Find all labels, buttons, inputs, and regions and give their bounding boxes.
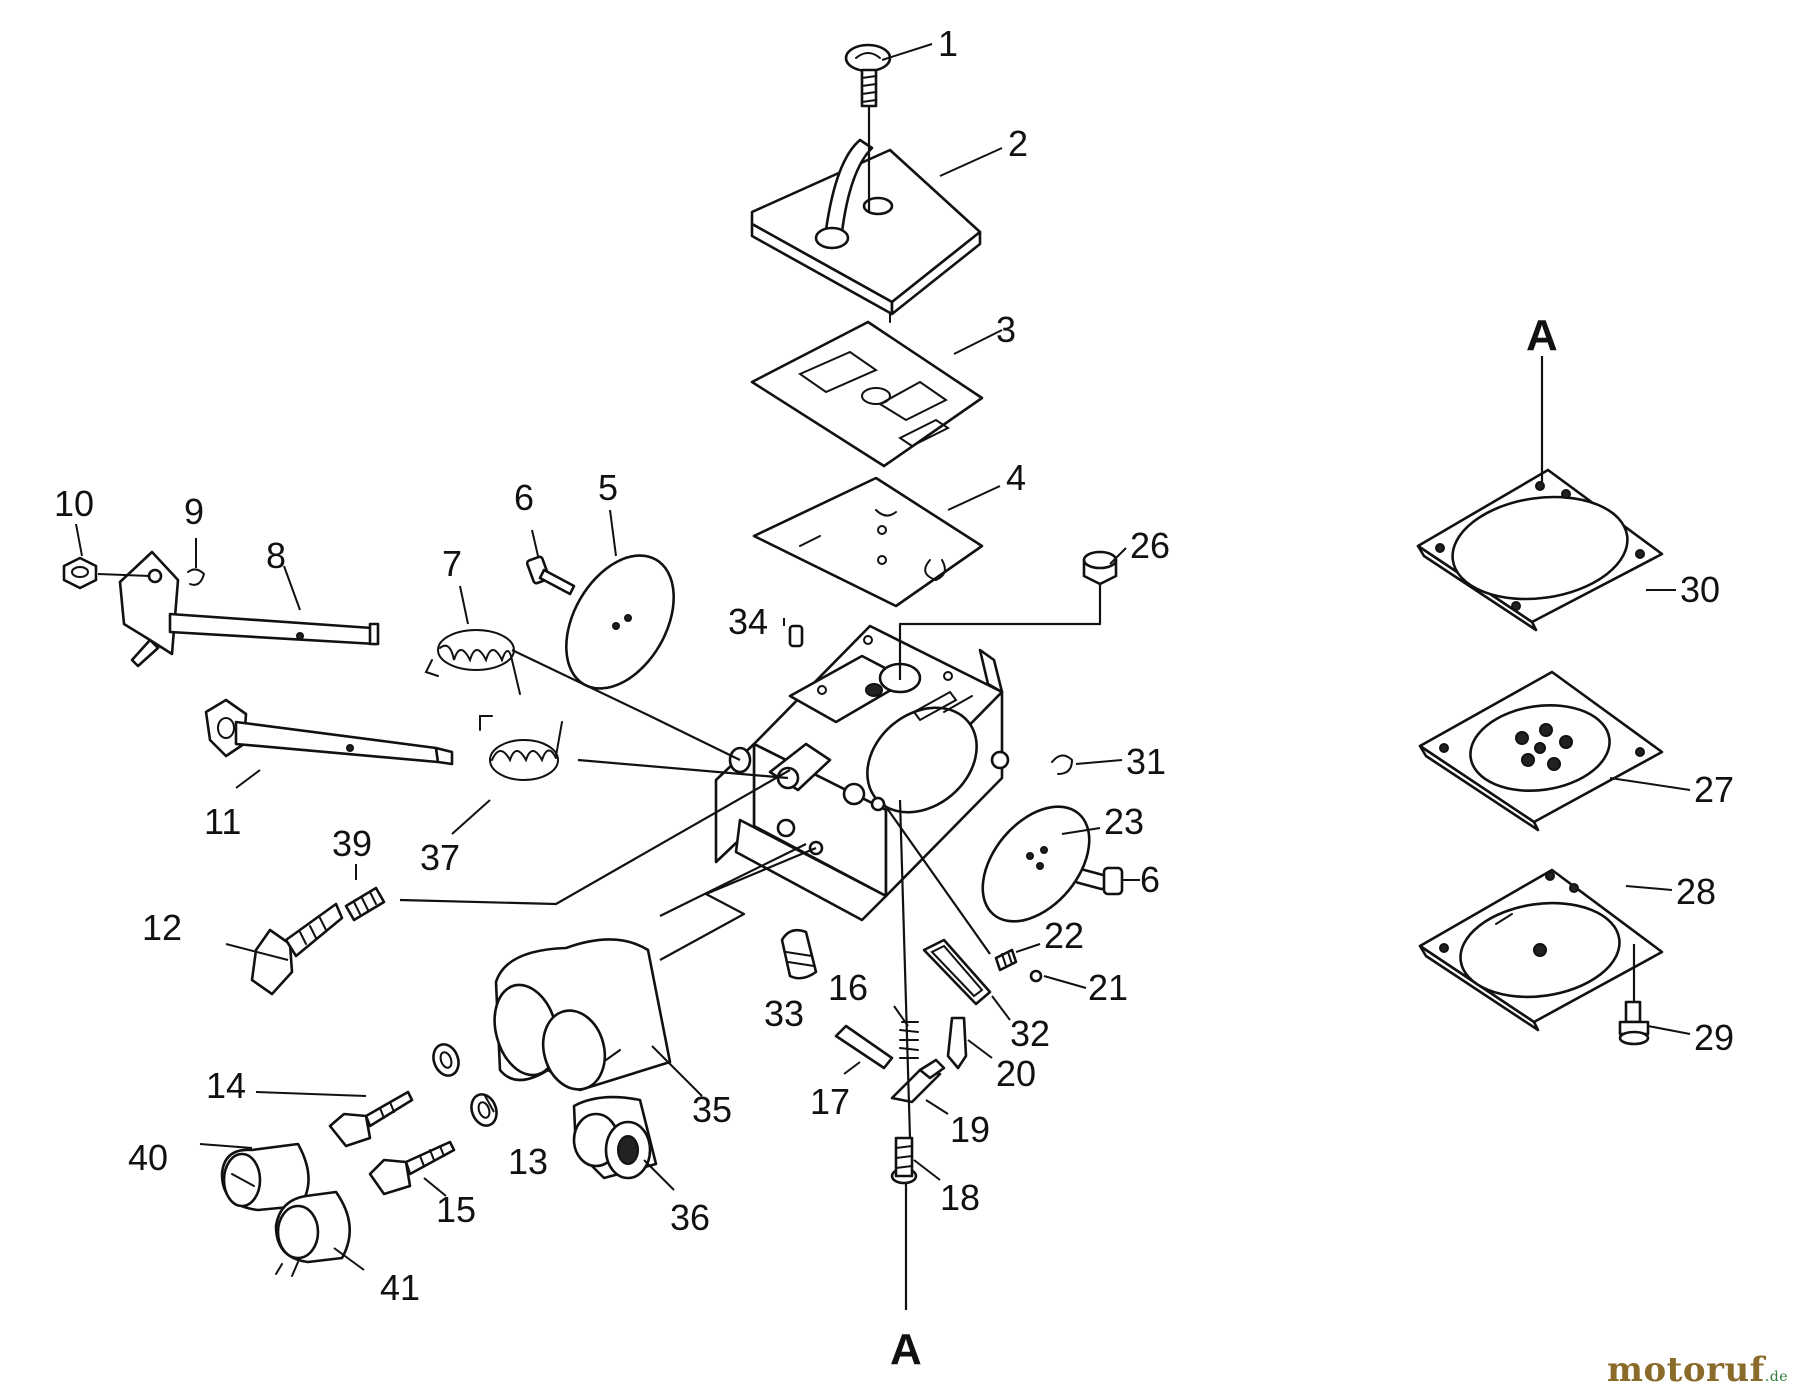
callout-19: 19 bbox=[950, 1109, 990, 1150]
callout-10: 10 bbox=[54, 483, 94, 524]
part-6-screw-right bbox=[1074, 866, 1124, 896]
callout-33: 33 bbox=[764, 993, 804, 1034]
callout-34: 34 bbox=[728, 601, 768, 642]
part-41-cap bbox=[274, 1190, 352, 1277]
watermark-logo: motoruf.de bbox=[1607, 1350, 1788, 1390]
kit-marker-bottom: A bbox=[890, 1325, 922, 1374]
callout-21: 21 bbox=[1088, 967, 1128, 1008]
part-18-screw bbox=[890, 1136, 918, 1185]
callout-41: 41 bbox=[380, 1267, 420, 1308]
callout-4: 4 bbox=[1006, 457, 1026, 498]
callout-6: 6 bbox=[514, 477, 534, 518]
callout-5: 5 bbox=[598, 467, 618, 508]
watermark-suffix: .de bbox=[1764, 1369, 1788, 1385]
callout-7: 7 bbox=[442, 543, 462, 584]
callout-26: 26 bbox=[1130, 525, 1170, 566]
part-4-diaphragm-plate bbox=[752, 476, 984, 608]
callout-30: 30 bbox=[1680, 569, 1720, 610]
part-34-pin bbox=[788, 624, 804, 648]
watermark-text: motoruf bbox=[1607, 1350, 1765, 1390]
callout-23: 23 bbox=[1104, 801, 1144, 842]
part-9-clip bbox=[187, 568, 206, 586]
part-29-screw bbox=[1618, 1000, 1650, 1046]
part-10-nut bbox=[62, 556, 98, 590]
callout-labels: 1 2 3 4 5 6 6 7 8 9 10 11 12 13 14 15 16… bbox=[54, 23, 1734, 1374]
part-27-diaphragm bbox=[1418, 670, 1664, 832]
part-11-choke-shaft bbox=[204, 698, 454, 766]
part-39-spring bbox=[344, 886, 386, 922]
part-33-plug bbox=[780, 928, 818, 980]
callout-39: 39 bbox=[332, 823, 372, 864]
part-7-spring bbox=[424, 629, 521, 695]
callout-22: 22 bbox=[1044, 915, 1084, 956]
callout-13: 13 bbox=[508, 1141, 548, 1182]
part-5-diaphragm-disc bbox=[565, 554, 675, 690]
leader-lines bbox=[75, 43, 1691, 1271]
callout-11: 11 bbox=[204, 801, 241, 842]
callout-2: 2 bbox=[1008, 123, 1028, 164]
part-30-gasket bbox=[1416, 468, 1664, 632]
part-15-needle bbox=[368, 1140, 456, 1196]
callout-40: 40 bbox=[128, 1137, 168, 1178]
part-37-spring bbox=[479, 715, 563, 781]
part-32-gasket bbox=[922, 938, 992, 1006]
callout-3: 3 bbox=[996, 309, 1016, 350]
callout-15: 15 bbox=[436, 1189, 476, 1230]
part-23-diaphragm-disc bbox=[981, 805, 1091, 923]
part-16-spring bbox=[899, 1021, 919, 1059]
part-6-screw-left bbox=[525, 555, 576, 596]
part-13-washers bbox=[432, 1043, 498, 1127]
part-31-clip bbox=[1051, 754, 1074, 775]
part-35-filter bbox=[493, 938, 672, 1092]
part-carburetor-body bbox=[714, 624, 1010, 922]
part-1-screw bbox=[844, 43, 892, 108]
callout-1: 1 bbox=[938, 23, 958, 64]
callout-14: 14 bbox=[206, 1065, 246, 1106]
part-2-cover-plate bbox=[750, 138, 982, 323]
callout-9: 9 bbox=[184, 491, 204, 532]
part-3-gasket bbox=[750, 320, 984, 468]
part-36-filter bbox=[572, 1095, 658, 1180]
kit-marker-top: A bbox=[1526, 311, 1558, 360]
part-28-diaphragm bbox=[1418, 868, 1664, 1032]
part-26-cap bbox=[1082, 550, 1118, 586]
callout-29: 29 bbox=[1694, 1017, 1734, 1058]
part-8-throttle-shaft bbox=[118, 550, 380, 668]
part-17-pin bbox=[834, 1024, 894, 1070]
part-12-adjusting-screw bbox=[250, 902, 344, 996]
callout-36: 36 bbox=[670, 1197, 710, 1238]
callout-17: 17 bbox=[810, 1081, 850, 1122]
part-22-spring bbox=[994, 948, 1018, 972]
callout-31: 31 bbox=[1126, 741, 1166, 782]
part-40-cap bbox=[220, 1142, 310, 1212]
callout-16: 16 bbox=[828, 967, 868, 1008]
callout-18: 18 bbox=[940, 1177, 980, 1218]
callout-37: 37 bbox=[420, 837, 460, 878]
callout-20: 20 bbox=[996, 1053, 1036, 1094]
part-14-needle bbox=[328, 1090, 414, 1148]
callout-32: 32 bbox=[1010, 1013, 1050, 1054]
part-21-ball bbox=[1029, 969, 1043, 983]
callout-35: 35 bbox=[692, 1089, 732, 1130]
callout-12: 12 bbox=[142, 907, 182, 948]
callout-6-right: 6 bbox=[1140, 859, 1160, 900]
callout-8: 8 bbox=[266, 535, 286, 576]
callout-28: 28 bbox=[1676, 871, 1716, 912]
callout-27: 27 bbox=[1694, 769, 1734, 810]
part-20-needle-valve bbox=[946, 1016, 968, 1070]
connection-lines bbox=[399, 106, 1636, 1310]
part-19-lever bbox=[890, 1058, 946, 1104]
